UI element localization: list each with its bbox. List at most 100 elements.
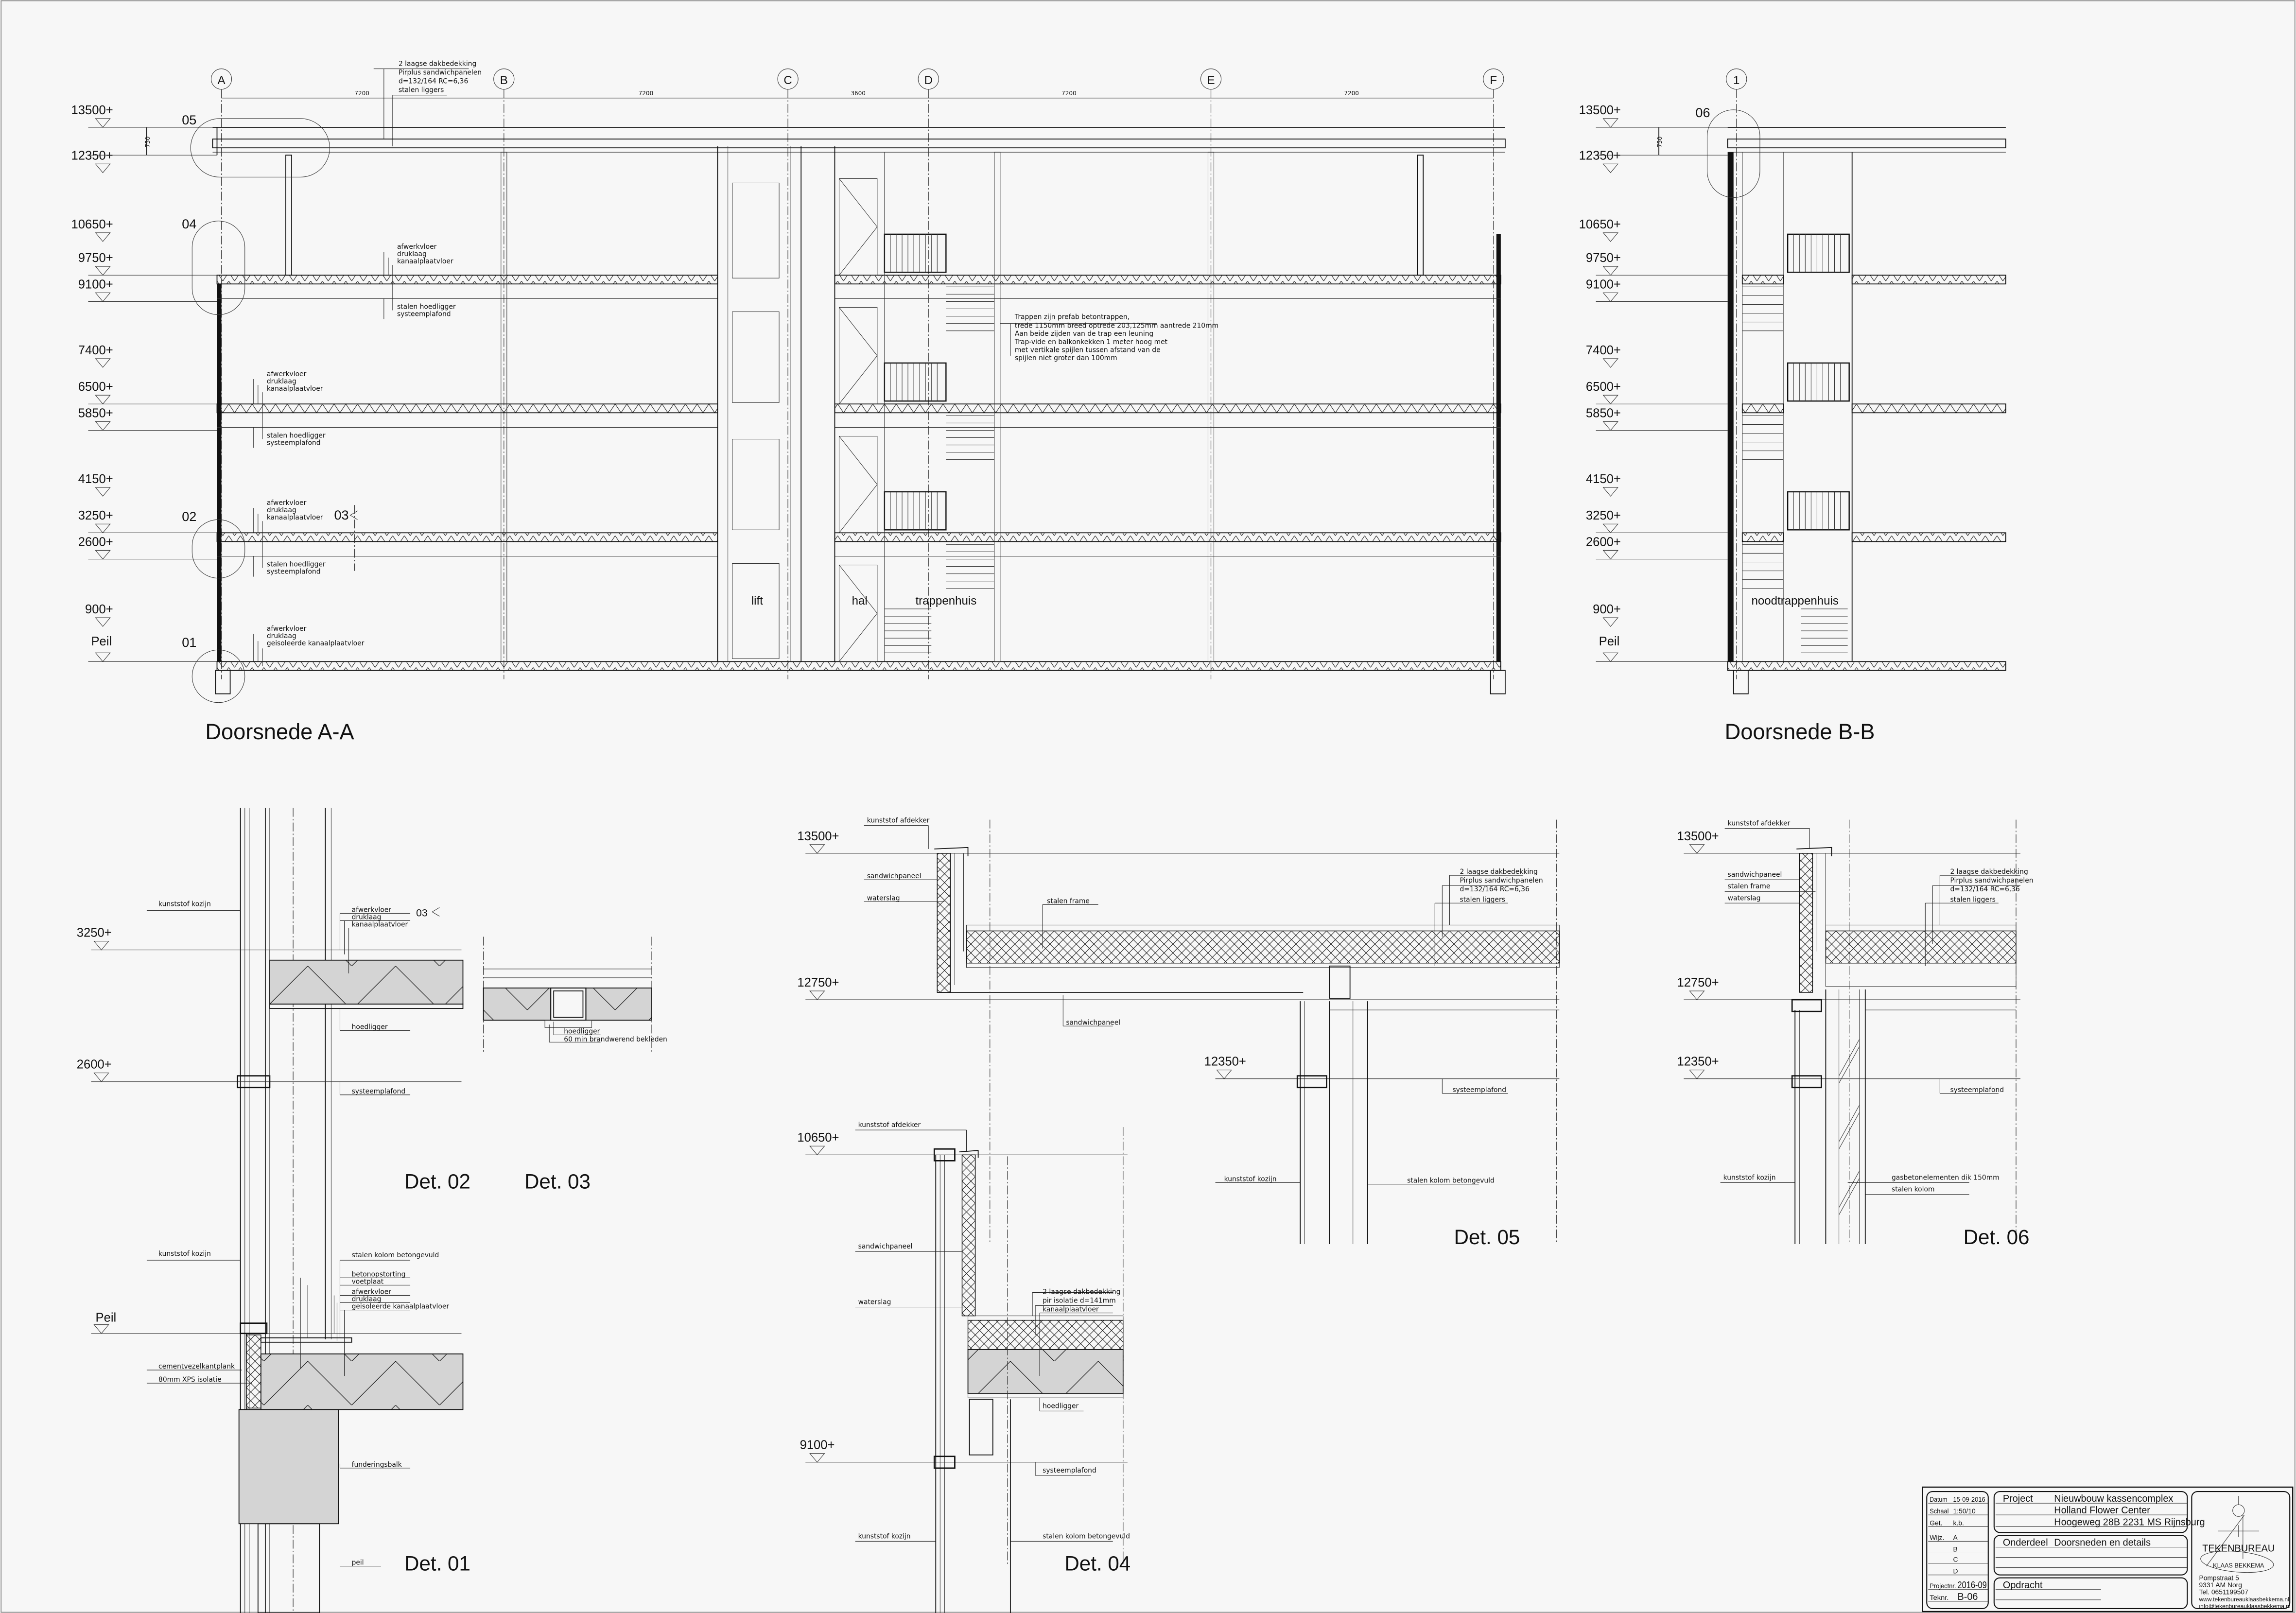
- annotation-text: Holland Flower Center: [2054, 1505, 2150, 1516]
- annotation-text: stalen hoedligger: [267, 561, 326, 569]
- annotation-text: systeemplafond: [1950, 1086, 2004, 1094]
- annotation-text: kunststof kozijn: [1723, 1174, 1776, 1182]
- annotation-text: druklaag: [267, 632, 296, 640]
- annotation-text: afwerkvloer: [267, 499, 307, 507]
- detail-ref: 01: [182, 635, 196, 650]
- annotation-text: systeemplafond: [1043, 1467, 1096, 1474]
- stair-note: Trappen zijn prefab betontrappen, trede …: [1000, 313, 1218, 362]
- level-label: 13500+: [797, 830, 839, 843]
- annotation-text: gasbetonelementen dik 150mm: [1892, 1174, 2000, 1182]
- axis-C: C: [777, 69, 799, 679]
- level-label: 12350+: [1677, 1055, 1719, 1069]
- level-markers: 13500+ 12350+ 10650+ 9750+ 9100+ 7400+ 6…: [1579, 104, 1728, 662]
- axis-E: E: [1200, 69, 1222, 679]
- detail-title: Det. 06: [1964, 1226, 2030, 1249]
- annotation-text: stalen kolom betongevuld: [1043, 1532, 1130, 1540]
- annotation-text: Teknr.: [1930, 1594, 1948, 1601]
- axis-D: D: [918, 69, 939, 679]
- annotation-text: 2 laagse dakbedekking: [1950, 868, 2028, 876]
- annotation-text: druklaag: [267, 506, 296, 514]
- annotation-text: cementvezelkantplank: [158, 1363, 235, 1370]
- level-label: 12750+: [1677, 976, 1719, 989]
- annotation-text: Trappen zijn prefab betontrappen,: [1014, 313, 1130, 321]
- dimension-text: 7200: [1061, 90, 1077, 97]
- annotation-text: kanaalplaatvloer: [397, 258, 453, 265]
- annotation-text: Get.: [1930, 1519, 1942, 1526]
- section-title-bb: Doorsnede B-B: [1725, 719, 1875, 744]
- annotation-text: B-06: [1958, 1592, 1978, 1602]
- floor-notes-ground: afwerkvloer druklaag geisoleerde kanaalp…: [253, 625, 365, 666]
- annotation-text: 4150+: [1586, 472, 1621, 486]
- annotation-text: kanaalplaatvloer: [352, 920, 408, 928]
- level-label: 12350+: [71, 149, 113, 162]
- annotation-text: 900+: [1593, 603, 1621, 616]
- annotation-text: druklaag: [352, 1295, 382, 1303]
- axis-label: A: [218, 74, 226, 87]
- annotation-text: kanaalplaatvloer: [267, 385, 323, 393]
- annotation-text: C: [1953, 1556, 1958, 1563]
- annotation-text: 2 laagse dakbedekking: [399, 60, 476, 68]
- detail-callout-04[interactable]: [191, 221, 245, 315]
- annotation-text: hoedligger: [564, 1027, 600, 1035]
- annotation-text: Datum: [1930, 1495, 1947, 1503]
- annotation-text: afwerkvloer: [267, 625, 307, 633]
- axis-F: F: [1483, 69, 1504, 679]
- annotation-text: 12350+: [1579, 149, 1621, 162]
- level-label: 10650+: [71, 218, 113, 231]
- detail-title: Det. 05: [1454, 1226, 1520, 1249]
- annotation-text: Trap-vide en balkonkekken 1 meter hoog m…: [1014, 338, 1168, 346]
- annotation-text: kanaalplaatvloer: [267, 514, 323, 521]
- annotation-text: 60 min brandwerend bekleden: [564, 1036, 667, 1043]
- dimension-text: 7200: [639, 90, 654, 97]
- detail-02: 3250+ 2600+ kunststof kozijn afwerkvloer…: [77, 808, 470, 1613]
- staircase: [884, 152, 994, 662]
- detail-title: Det. 03: [524, 1170, 591, 1193]
- axis-label: D: [924, 74, 933, 87]
- level-label: 5850+: [78, 406, 113, 420]
- annotation-text: hoedligger: [1043, 1402, 1078, 1410]
- dimension-text: 7200: [354, 90, 369, 97]
- detail-callout-02[interactable]: [191, 519, 245, 579]
- annotation-text: 3250+: [1586, 509, 1621, 522]
- room-label-lift: lift: [751, 594, 763, 607]
- detail-callout-05[interactable]: [190, 118, 330, 177]
- annotation-text: www.tekenbureauklaasbekkema.nl: [2198, 1596, 2289, 1603]
- columns: [501, 152, 1215, 662]
- axis-B: B: [493, 69, 515, 679]
- annotation-text: 6500+: [1586, 380, 1621, 394]
- annotation-text: systeemplafond: [267, 568, 321, 576]
- annotation-text: info@tekenbureauklaasbekkema.nl: [2199, 1603, 2290, 1610]
- annotation-text: 2 laagse dakbedekking: [1460, 868, 1538, 876]
- annotation-text: systeemplafond: [352, 1088, 406, 1095]
- detail-callout-01[interactable]: [191, 649, 245, 703]
- annotation-text: systeemplafond: [1452, 1086, 1506, 1094]
- section-arrow-icon: [349, 510, 358, 520]
- floor-notes-mid: afwerkvloer druklaag kanaalplaatvloer st…: [253, 370, 326, 448]
- annotation-text: pir isolatie d=141mm: [1043, 1297, 1116, 1304]
- annotation-text: kanaalplaatvloer: [1043, 1306, 1099, 1314]
- detail-callout-06[interactable]: [1706, 109, 1760, 198]
- level-label: Peil: [96, 1311, 117, 1325]
- detail-01: Peil kunststof kozijn stalen kolom beton…: [91, 1250, 470, 1613]
- annotation-text: met vertikale spijlen tussen afstand van…: [1015, 346, 1161, 354]
- annotation-text: d=132/164 RC=6,36: [1950, 885, 2019, 893]
- section-arrow-icon: [432, 907, 440, 917]
- annotation-text: Pompstraat 5: [2199, 1574, 2239, 1582]
- annotation-text: KLAAS BEKKEMA: [2213, 1562, 2264, 1569]
- level-label: 13500+: [1677, 830, 1719, 843]
- annotation-text: Project: [2003, 1493, 2033, 1504]
- level-label: Peil: [91, 635, 112, 648]
- level-label: 6500+: [78, 380, 113, 394]
- annotation-text: 9100+: [1586, 278, 1621, 291]
- annotation-text: d=132/164 RC=6,36: [1460, 885, 1530, 893]
- annotation-text: 2 laagse dakbedekking: [1043, 1288, 1120, 1296]
- annotation-text: 9750+: [1586, 251, 1621, 265]
- section-aa: A B C D E F 7200 7200 3600 7200 7200 750…: [71, 60, 1506, 744]
- annotation-text: kunststof kozijn: [158, 1250, 211, 1258]
- annotation-text: Tel. 0651199507: [2199, 1588, 2248, 1596]
- annotation-text: Pirplus sandwichpanelen: [1950, 877, 2033, 885]
- annotation-text: Peil: [1599, 635, 1620, 648]
- section-bb: 1 750 13500+ 12350+ 10650+ 9750+ 9100+ 7…: [1579, 69, 2006, 744]
